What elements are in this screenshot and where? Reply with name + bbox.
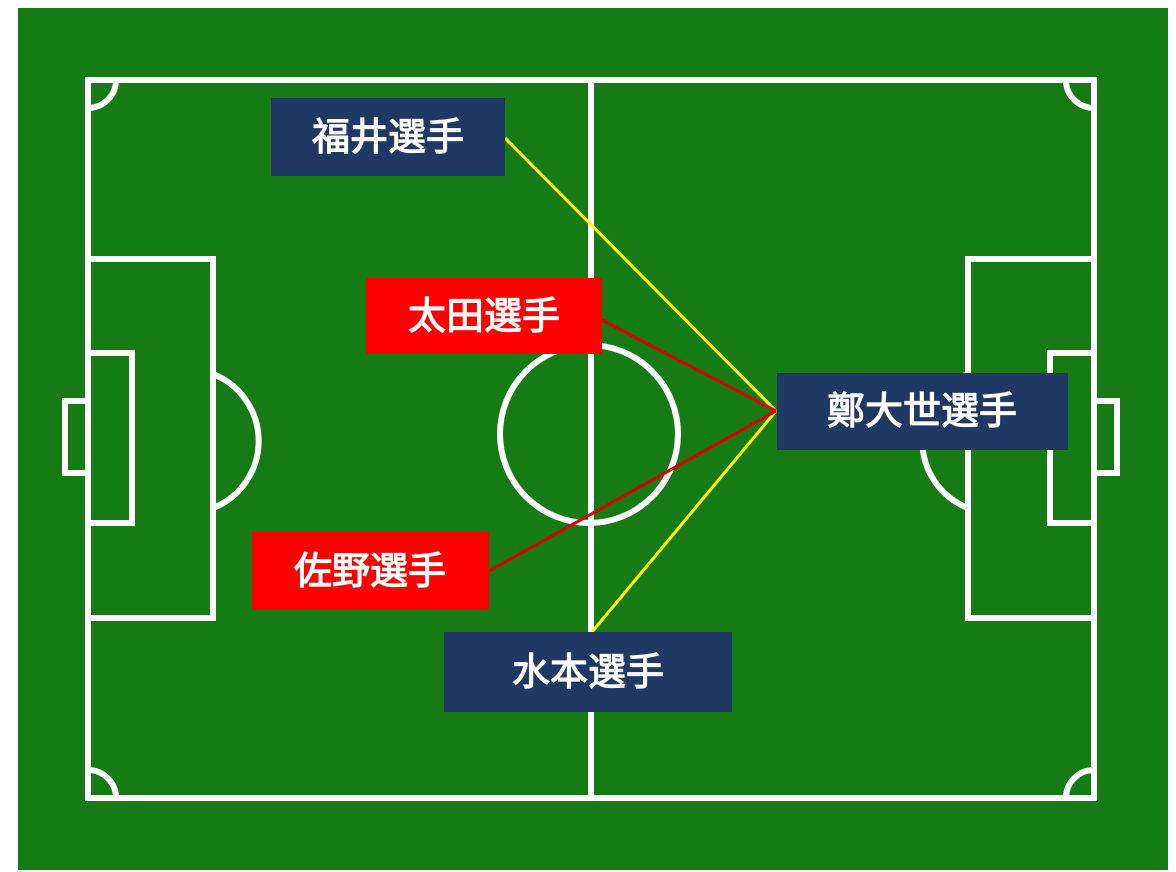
connector-fukui-to-jong (503, 136, 778, 413)
label-fukui-box (271, 98, 505, 176)
label-sano-box (252, 532, 489, 610)
label-jong-box (777, 373, 1068, 450)
label-fukui-text: 福井選手 (311, 115, 464, 159)
connector-sano-to-jong (488, 409, 777, 573)
connector-lines (488, 136, 778, 633)
label-sano-text: 佐野選手 (293, 549, 446, 593)
label-ota-box (366, 278, 602, 354)
corner-arc-top-left (87, 79, 119, 111)
label-mizumoto-box (444, 632, 732, 712)
label-ota: 太田選手 (366, 278, 602, 354)
left-penalty-arc (211, 371, 262, 511)
left-goal (62, 398, 91, 476)
right-goal (1091, 398, 1120, 476)
label-mizumoto-text: 水本選手 (512, 650, 664, 694)
label-jong-text: 鄭大世選手 (827, 389, 1017, 433)
label-fukui: 福井選手 (271, 98, 505, 176)
corner-arc-bottom-left (87, 767, 119, 799)
label-jong: 鄭大世選手 (777, 373, 1068, 450)
label-ota-text: 太田選手 (408, 294, 560, 338)
connector-ota-to-jong (601, 318, 777, 413)
corner-arc-bottom-right (1063, 767, 1095, 799)
label-mizumoto: 水本選手 (444, 632, 732, 712)
corner-arc-top-right (1063, 79, 1095, 111)
label-sano: 佐野選手 (252, 532, 489, 610)
connector-mizumoto-to-jong (590, 410, 778, 633)
